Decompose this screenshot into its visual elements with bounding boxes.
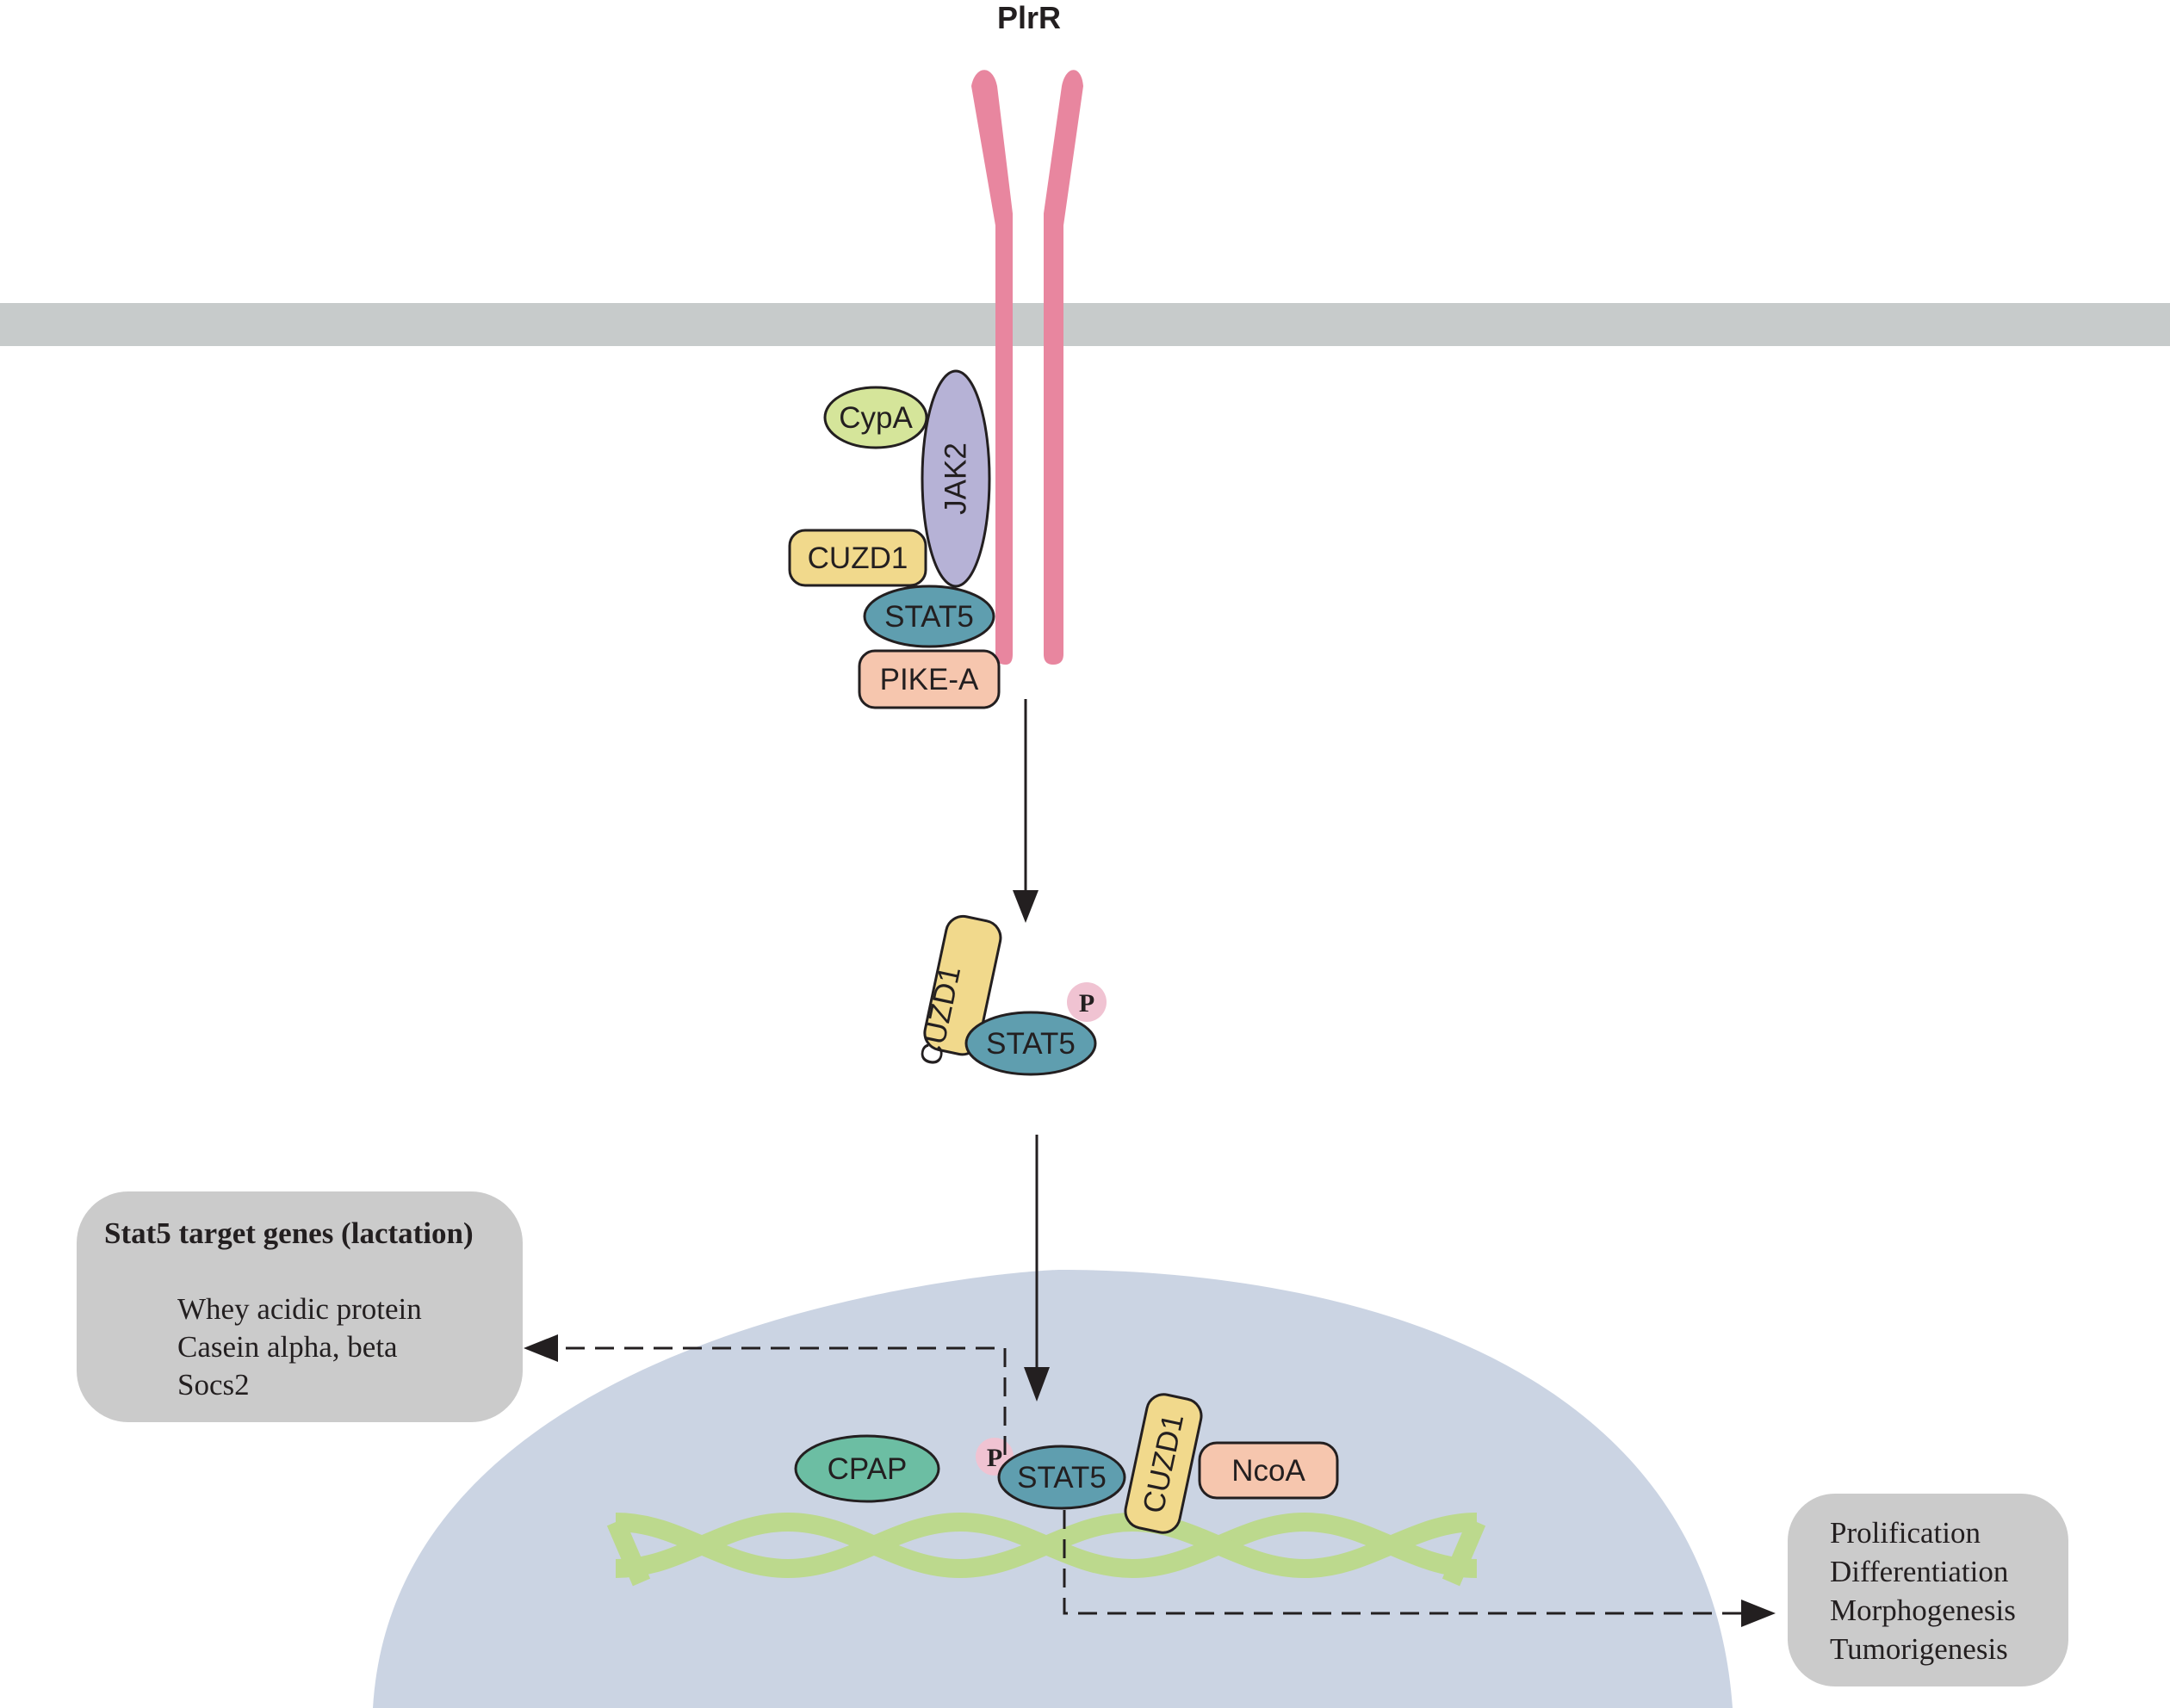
phospho-label-nucleus: P (987, 1444, 1002, 1472)
target-gene-item: Whey acidic protein (177, 1292, 422, 1326)
outcome-item: Tumorigenesis (1830, 1632, 2008, 1666)
membrane-complex: CypA JAK2 CUZD1 STAT5 PIKE-A (788, 369, 1001, 709)
target-genes-title: Stat5 target genes (lactation) (104, 1216, 474, 1250)
stat5-protein-cytoplasm: STAT5 (964, 1011, 1097, 1076)
cuzd1-label-membrane: CUZD1 (808, 541, 908, 575)
receptor-chain-right (1044, 70, 1083, 665)
outcomes-box: Prolification Differentiation Morphogene… (1788, 1494, 2068, 1686)
cypa-label: CypA (839, 401, 913, 435)
arrow-cytoplasm-to-nucleus (1024, 1135, 1050, 1402)
target-gene-item: Casein alpha, beta (177, 1330, 398, 1364)
stat5-label-membrane: STAT5 (884, 600, 974, 634)
cpap-protein: CPAP (794, 1434, 940, 1503)
cytoplasm-complex: CUZD1 STAT5 P (914, 914, 1107, 1076)
outcome-item: Prolification (1830, 1516, 1981, 1550)
dashed-arrow-to-outcomes (1063, 1510, 1776, 1627)
target-genes-box: Stat5 target genes (lactation) Whey acid… (77, 1191, 523, 1422)
ncoa-protein: NcoA (1198, 1441, 1339, 1500)
phospho-group-cytoplasm: P (1067, 982, 1107, 1022)
jak2-label: JAK2 (939, 442, 973, 515)
receptor-chain-left (971, 70, 1013, 665)
outcome-item: Differentiation (1830, 1555, 2008, 1588)
stat5-protein-membrane: STAT5 (863, 585, 995, 648)
cell-membrane (0, 303, 2170, 346)
jak2-protein: JAK2 (921, 369, 991, 588)
pike-a-label: PIKE-A (880, 663, 979, 696)
outcome-item: Morphogenesis (1830, 1594, 2016, 1627)
cpap-label: CPAP (828, 1452, 908, 1486)
target-gene-item: Socs2 (177, 1368, 250, 1402)
stat5-protein-nucleus: STAT5 (997, 1445, 1126, 1510)
pike-a-protein: PIKE-A (858, 649, 1001, 709)
dashed-arrow-to-target-genes (524, 1334, 1007, 1455)
nuclear-complex: CPAP P STAT5 CUZD1 NcoA (794, 1393, 1339, 1534)
dna-helix (606, 1512, 1486, 1587)
phospho-label-cytoplasm: P (1079, 989, 1094, 1018)
cuzd1-protein-nucleus: CUZD1 (1124, 1393, 1203, 1534)
stat5-label-nucleus: STAT5 (1017, 1461, 1107, 1494)
cuzd1-protein-cytoplasm: CUZD1 (914, 914, 1002, 1068)
prlr-receptor (971, 70, 1083, 665)
cuzd1-protein-membrane: CUZD1 (788, 529, 927, 587)
arrow-membrane-to-cytoplasm (1013, 699, 1038, 923)
cypa-protein: CypA (823, 386, 928, 449)
stat5-label-cytoplasm: STAT5 (986, 1027, 1076, 1061)
ncoa-label: NcoA (1231, 1454, 1305, 1488)
receptor-label: PlrR (997, 0, 1061, 35)
